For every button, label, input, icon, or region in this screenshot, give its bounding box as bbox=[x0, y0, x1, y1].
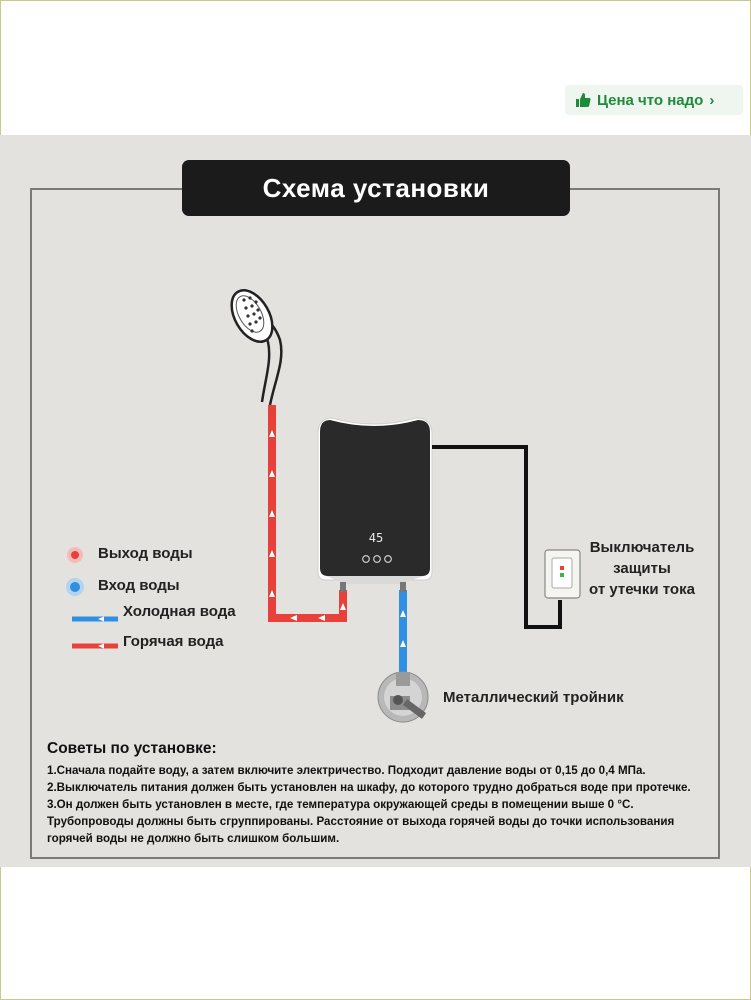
heater-minus-button[interactable] bbox=[362, 555, 370, 563]
tips-list: 1.Сначала подайте воду, а затем включите… bbox=[47, 762, 727, 847]
legend-cold-water-label: Холодная вода bbox=[123, 603, 236, 620]
legend-cold-water-line bbox=[72, 616, 118, 622]
tip-line: 2.Выключатель питания должен быть устано… bbox=[47, 781, 691, 794]
legend-hot-water-label: Горячая вода bbox=[123, 633, 224, 650]
tips-heading: Советы по установке: bbox=[47, 740, 217, 757]
legend-water-out-icon bbox=[67, 547, 83, 563]
breaker-label-line3: от утечки тока bbox=[589, 581, 695, 598]
diagram-title-text: Схема установки bbox=[262, 172, 490, 203]
cold-water-pipe bbox=[399, 590, 407, 672]
rcd-breaker-icon bbox=[544, 549, 581, 599]
tip-line: 1.Сначала подайте воду, а затем включите… bbox=[47, 764, 646, 777]
breaker-label-line2: защиты bbox=[613, 560, 671, 577]
breaker-label: Выключатель защиты от утечки тока bbox=[582, 537, 702, 600]
heater-plus-button[interactable] bbox=[384, 555, 392, 563]
tip-line: 3.Он должен быть установлен в месте, где… bbox=[47, 798, 634, 811]
thumbs-up-icon bbox=[576, 93, 591, 107]
power-cable bbox=[432, 445, 562, 629]
metal-tee-icon bbox=[377, 671, 429, 723]
heater-power-button[interactable] bbox=[373, 555, 381, 563]
legend-water-in-icon bbox=[66, 578, 84, 596]
water-heater: 45 bbox=[317, 417, 433, 592]
heater-display: 45 bbox=[369, 531, 383, 545]
tip-line: горячей воды не должно быть слишком боль… bbox=[47, 832, 340, 845]
breaker-label-line1: Выключатель bbox=[589, 539, 695, 556]
legend-hot-water-line bbox=[72, 643, 118, 649]
shower-head-icon bbox=[230, 289, 283, 406]
price-badge[interactable]: Цена что надо › bbox=[565, 85, 743, 115]
legend-water-in-label: Вход воды bbox=[98, 577, 180, 594]
tee-label: Металлический тройник bbox=[443, 689, 624, 706]
tip-line: Трубопроводы должны быть сгруппированы. … bbox=[47, 815, 675, 828]
hot-water-pipe bbox=[268, 405, 347, 622]
legend-water-out-label: Выход воды bbox=[98, 545, 193, 562]
price-badge-text: Цена что надо bbox=[597, 91, 704, 109]
diagram-title: Схема установки bbox=[182, 160, 570, 216]
chevron-right-icon: › bbox=[709, 91, 715, 109]
